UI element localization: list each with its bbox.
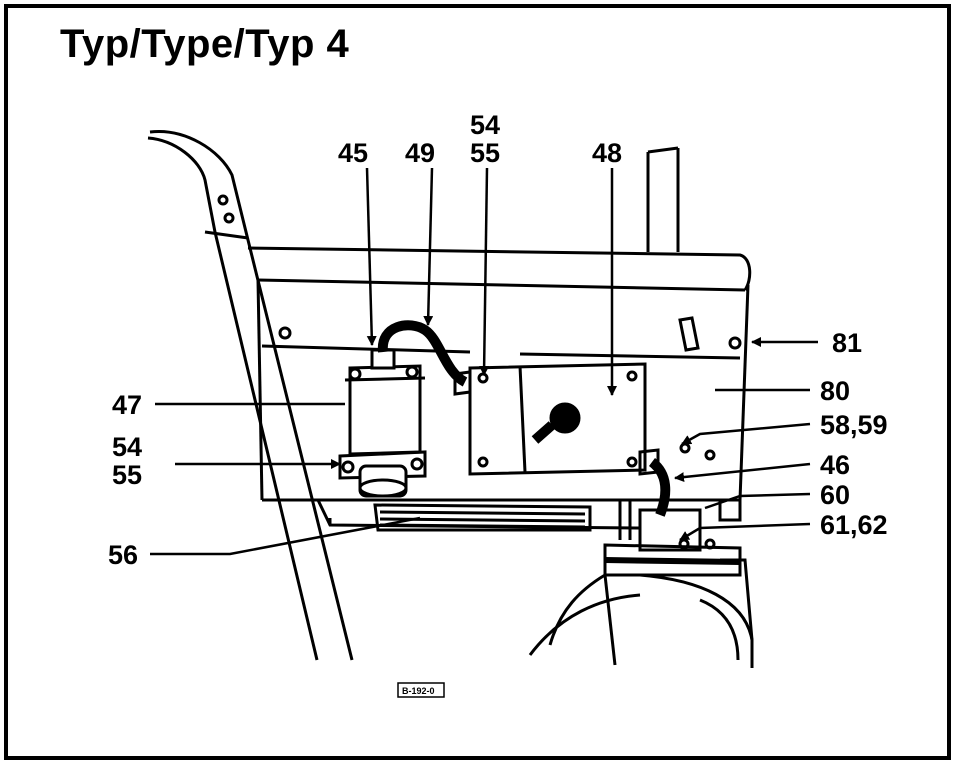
callout-labels: 45 49 54 55 48 81 47 80 54 55 58,59 46 6… — [108, 110, 888, 570]
callout-48: 48 — [592, 138, 622, 168]
callout-46: 46 — [820, 450, 850, 480]
diagram-title: Typ/Type/Typ 4 — [60, 22, 350, 66]
callout-80: 80 — [820, 376, 850, 406]
callout-55-top: 55 — [470, 138, 500, 168]
callout-54-left: 54 — [112, 432, 142, 462]
callout-49: 49 — [405, 138, 435, 168]
callout-58-59: 58,59 — [820, 410, 888, 440]
lower-assembly — [316, 498, 742, 577]
drawing-stamp-text: B-192-0 — [402, 686, 435, 696]
callout-60: 60 — [820, 480, 850, 510]
callout-45: 45 — [338, 138, 368, 168]
hose-49 — [377, 320, 468, 387]
exhaust-pipe — [646, 146, 680, 252]
callout-61-62: 61,62 — [820, 510, 888, 540]
drawing-stamp: B-192-0 — [397, 682, 445, 698]
rollbar-post — [147, 130, 354, 661]
callout-47: 47 — [112, 390, 142, 420]
component-48 — [453, 362, 647, 476]
callout-54-top: 54 — [470, 110, 500, 140]
leader-lines — [150, 167, 818, 556]
mounting-panel — [247, 246, 752, 502]
callout-81: 81 — [832, 328, 862, 358]
diagram-frame — [4, 4, 951, 760]
wheel-housing — [528, 558, 754, 668]
callout-55-left: 55 — [112, 460, 142, 490]
component-47 — [338, 348, 427, 498]
callout-56: 56 — [108, 540, 138, 570]
